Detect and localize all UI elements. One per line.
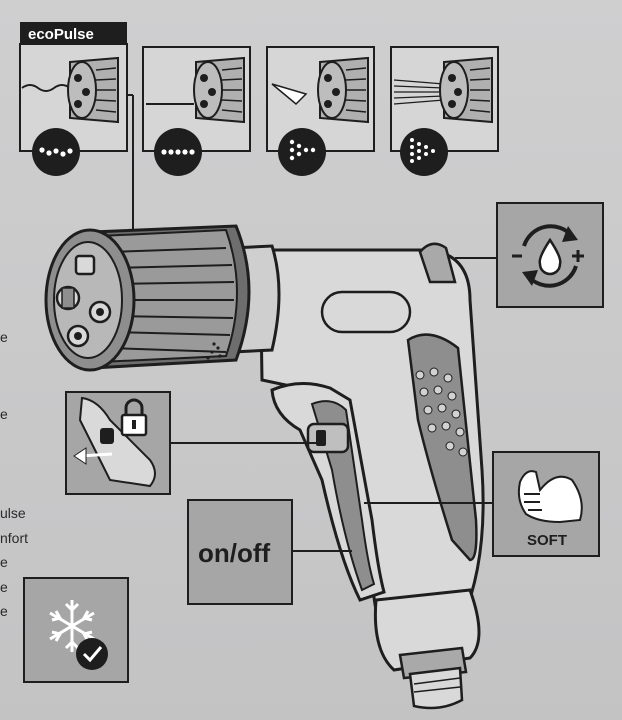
flow-regulator-knob[interactable] (418, 242, 457, 284)
body-window (320, 290, 412, 334)
ecopulse-label: ecoPulse (28, 26, 94, 43)
mode-panel-fan[interactable] (266, 46, 375, 176)
mode-panel-jet[interactable] (142, 46, 251, 176)
side-text-2: e (0, 406, 8, 422)
snowflake-check-icon (49, 600, 95, 652)
side-text-3: ulse (0, 505, 26, 521)
ecopulse-tag (20, 22, 127, 44)
side-text-5: e (0, 554, 8, 570)
shower-cone-icon (400, 128, 448, 176)
side-text-1: e (0, 329, 8, 345)
hose-connector[interactable] (408, 666, 464, 710)
side-text-7: e (0, 603, 8, 619)
frost-protection-panel[interactable] (23, 577, 129, 683)
padlock-icon (120, 398, 148, 437)
trigger-lock[interactable] (306, 422, 350, 454)
side-text-6: e (0, 579, 8, 595)
mode-panel-shower[interactable] (390, 46, 499, 176)
onoff-panel[interactable]: on/off (187, 499, 293, 605)
soft-label: SOFT (527, 532, 567, 549)
water-drop-adjust-icon (512, 224, 584, 288)
mode-panel-ecopulse[interactable] (19, 43, 128, 176)
flow-adjust-panel[interactable] (496, 202, 604, 308)
thumb-hand-icon (517, 470, 583, 524)
onoff-label: on/off (198, 538, 271, 568)
soft-grip-info-panel[interactable]: SOFT (492, 451, 600, 557)
spray-head[interactable] (44, 224, 251, 372)
lock-panel[interactable] (65, 391, 171, 495)
side-text-4: nfort (0, 530, 28, 546)
cone-spray-icon (278, 128, 326, 176)
